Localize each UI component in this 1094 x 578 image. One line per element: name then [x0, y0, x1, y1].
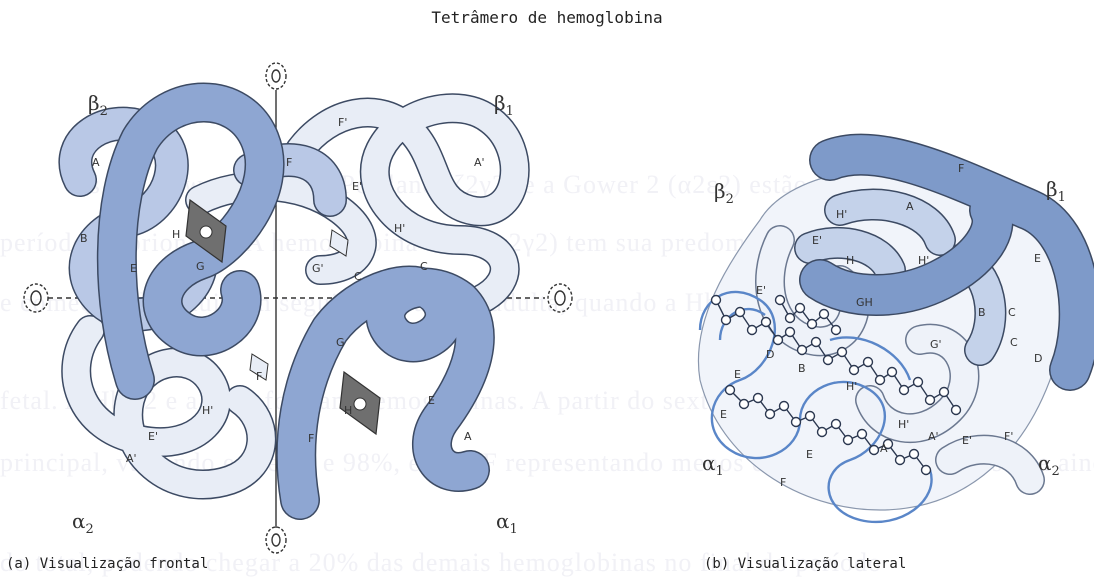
helix-label: B [978, 306, 986, 319]
atom [940, 388, 949, 397]
atom [922, 466, 931, 475]
atom [780, 402, 789, 411]
lateral-alpha2-label: α2 [1038, 451, 1060, 479]
helix-label: G' [930, 338, 942, 351]
atom [798, 346, 807, 355]
atom [792, 418, 801, 427]
atom [896, 456, 905, 465]
lateral-alpha1-label: α1 [702, 451, 724, 479]
helix-label: A [880, 442, 888, 455]
atom [812, 338, 821, 347]
helix-label: F [780, 476, 786, 489]
atom [712, 296, 721, 305]
atom [864, 358, 873, 367]
lateral-beta2-label: β2 [714, 179, 734, 207]
atom [818, 428, 827, 437]
atom [806, 412, 815, 421]
atom [808, 320, 817, 329]
helix-label: B [798, 362, 806, 375]
atom [762, 318, 771, 327]
atom [832, 420, 841, 429]
helix-label: E [734, 368, 741, 381]
helix-label: E' [962, 434, 972, 447]
atom [844, 436, 853, 445]
helix-label: H' [898, 418, 909, 431]
caption-lateral-view: (b) Visualização lateral [704, 556, 906, 572]
atom [820, 310, 829, 319]
atom [910, 450, 919, 459]
atom [838, 348, 847, 357]
helix-label: H' [918, 254, 929, 267]
atom [832, 326, 841, 335]
atom [722, 316, 731, 325]
helix-label: H' [846, 380, 857, 393]
helix-label: E' [756, 284, 766, 297]
atom [870, 446, 879, 455]
helix-label: F [958, 162, 964, 175]
lateral-beta1-label: β1 [1046, 177, 1066, 205]
atom [740, 400, 749, 409]
atom [850, 366, 859, 375]
helix-label: D [766, 348, 774, 361]
helix-label: C [1008, 306, 1016, 319]
helix-label: H [846, 254, 854, 267]
atom [858, 430, 867, 439]
atom [774, 336, 783, 345]
atom [926, 396, 935, 405]
atom [914, 378, 923, 387]
atom [952, 406, 961, 415]
helix-label: GH [856, 296, 873, 309]
atom [876, 376, 885, 385]
atom [776, 296, 785, 305]
helix-label: C [1010, 336, 1018, 349]
helix-label: E [720, 408, 727, 421]
helix-label: E [806, 448, 813, 461]
helix-label: H' [836, 208, 847, 221]
atom [786, 314, 795, 323]
helix-label: D [1034, 352, 1042, 365]
helix-label: A' [928, 430, 939, 443]
atom [736, 308, 745, 317]
helix-label: E' [812, 234, 822, 247]
atom [726, 386, 735, 395]
caption-frontal-view: (a) Visualização frontal [6, 556, 208, 572]
atom [888, 368, 897, 377]
atom [748, 326, 757, 335]
atom [824, 356, 833, 365]
atom [900, 386, 909, 395]
helix-label: F' [1004, 430, 1013, 443]
atom [786, 328, 795, 337]
atom [766, 410, 775, 419]
atom [754, 394, 763, 403]
helix-label: A [906, 200, 914, 213]
atom [796, 304, 805, 313]
helix-label: E [1034, 252, 1041, 265]
